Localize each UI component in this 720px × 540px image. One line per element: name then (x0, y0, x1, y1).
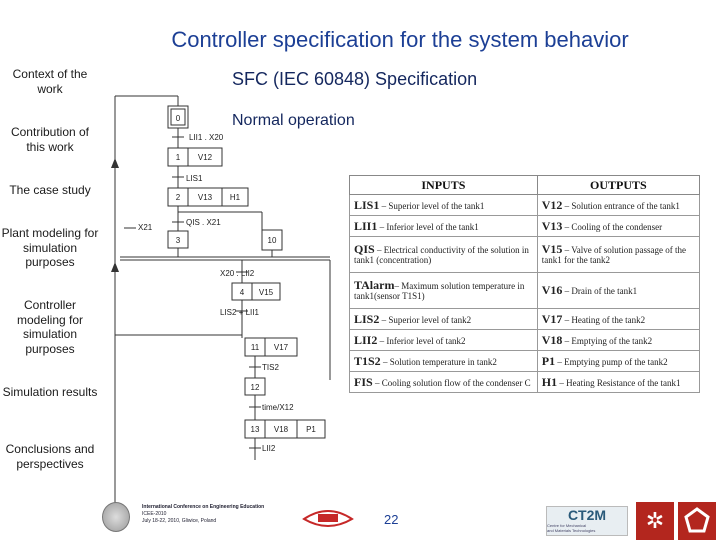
action-v18: V18 (274, 425, 289, 434)
engineering-school-logo (678, 502, 716, 540)
transition-4: LIS2 + LII1 (220, 308, 259, 317)
step-1: 1 (176, 153, 181, 162)
nav-item-controller-modeling[interactable]: Controller modeling for simulation purpo… (16, 298, 84, 356)
table-row: FIS – Cooling solution flow of the conde… (349, 371, 701, 393)
table-row: LIS2 – Superior level of tank2 V17 – Hea… (349, 308, 701, 330)
transition-0: LII1 . X20 (189, 133, 224, 142)
nav-item-case-study[interactable]: The case study (9, 183, 91, 197)
action-v12: V12 (198, 153, 213, 162)
table-row: LII2 – Inferior level of tank2 V18 – Emp… (349, 329, 701, 351)
step-12: 12 (251, 383, 260, 392)
ct2m-logo: CT2M Centre for Mechanical and Materials… (546, 506, 628, 536)
um-logo: ✲ (636, 502, 674, 540)
step-3: 3 (176, 236, 181, 245)
action-v17: V17 (274, 343, 289, 352)
action-h1: H1 (230, 193, 241, 202)
nav-item-simulation-results[interactable]: Simulation results (2, 385, 98, 399)
inputs-header: INPUTS (349, 175, 538, 195)
nav-item-conclusions[interactable]: Conclusions and perspectives (5, 442, 95, 471)
action-v13: V13 (198, 193, 213, 202)
outputs-header: OUTPUTS (536, 175, 701, 195)
transition-3: X20 . LII2 (220, 269, 255, 278)
action-p1: P1 (306, 425, 316, 434)
table-row: QIS – Electrical conductivity of the sol… (349, 236, 701, 273)
step-10: 10 (268, 236, 277, 245)
transition-1: LIS1 (186, 174, 203, 183)
sfc-title: SFC (IEC 60848) Specification (232, 69, 478, 89)
transition-7: LII2 (262, 444, 276, 453)
table-row: T1S2 – Solution temperature in tank2 P1 … (349, 350, 701, 372)
table-row: TAlarm– Maximum solution temperature in … (349, 272, 701, 309)
gliwice-university-logo (302, 510, 354, 527)
io-table: INPUTS OUTPUTS LIS1 – Superior level of … (349, 175, 701, 393)
step-11: 11 (251, 343, 260, 352)
step-4: 4 (240, 288, 245, 297)
transition-6: time/X12 (262, 403, 294, 412)
transition-5: TIS2 (262, 363, 279, 372)
step-0: 0 (176, 114, 181, 123)
nav-item-context[interactable]: Context of the work (12, 67, 88, 96)
table-row: LII1 – Inferior level of the tank1 V13 –… (349, 215, 701, 237)
normal-operation-label: Normal operation (232, 112, 355, 129)
transition-2: QIS . X21 (186, 218, 221, 227)
nav-item-plant-modeling[interactable]: Plant modeling for simulation purposes (1, 226, 99, 269)
table-row: LIS1 – Superior level of the tank1 V12 –… (349, 194, 701, 216)
slide-title: Controller specification for the system … (171, 27, 629, 52)
step-13: 13 (251, 425, 260, 434)
university-seal-logo (102, 502, 130, 532)
page-number: 22 (384, 512, 399, 527)
action-v15: V15 (259, 288, 274, 297)
conference-info: International Conference on Engineering … (142, 504, 265, 524)
nav-item-contribution[interactable]: Contribution of this work (10, 125, 90, 154)
step-2: 2 (176, 193, 181, 202)
side-label-x21: X21 (138, 223, 153, 232)
